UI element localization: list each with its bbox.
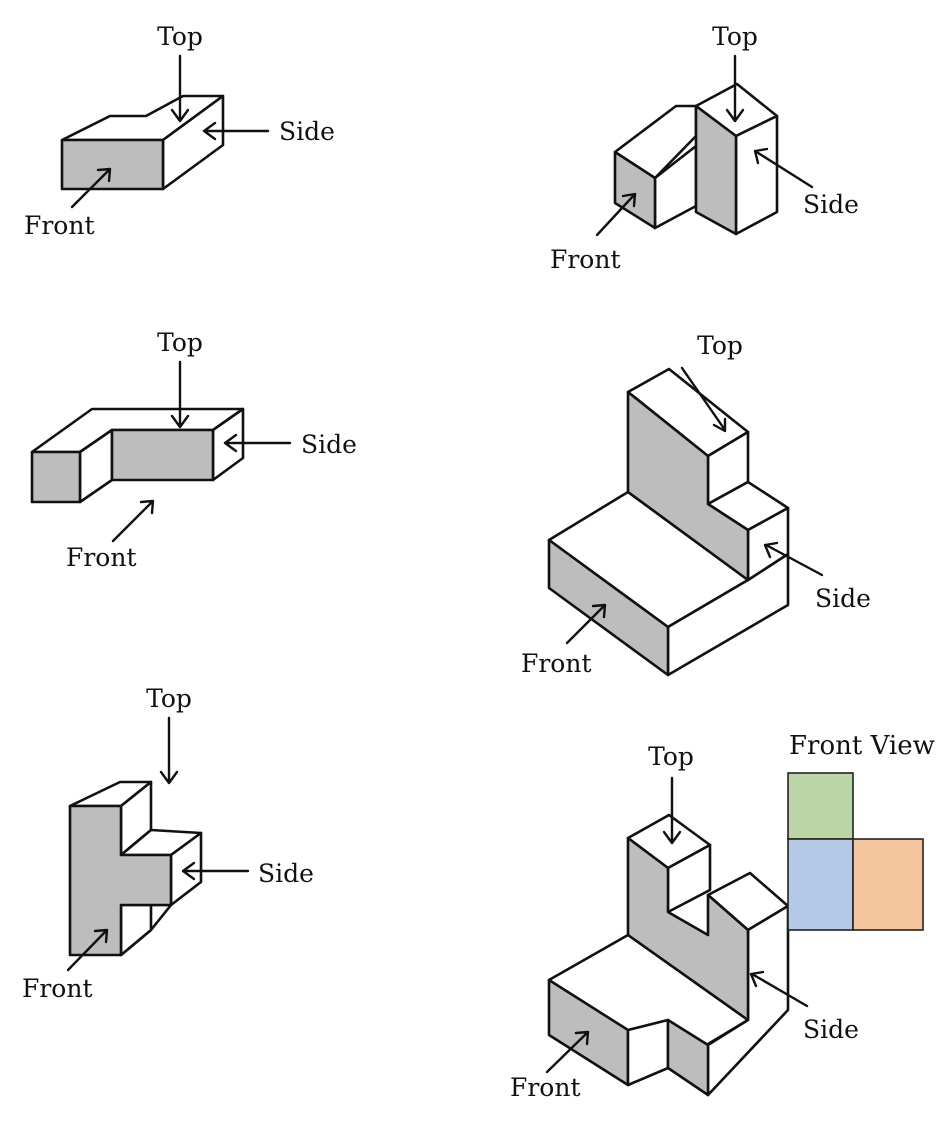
top-label: Top [157, 328, 203, 357]
top-arrow [725, 54, 745, 123]
top-label: Top [157, 22, 203, 51]
front-view-inset: Front View [787, 731, 935, 931]
side-label: Side [803, 190, 859, 219]
front-label: Front [24, 211, 95, 240]
figure-3-step-bar: Top Side Front [30, 328, 357, 572]
top-label: Top [712, 22, 758, 51]
front-view-lower-left-square [787, 838, 854, 931]
top-arrow [159, 716, 179, 785]
figure-4-l-block: Top Side Front [521, 331, 871, 678]
side-label: Side [803, 1015, 859, 1044]
front-arrow [565, 603, 607, 645]
side-arrow [223, 433, 292, 453]
front-view-upper-square [787, 772, 854, 840]
side-arrow [181, 861, 250, 881]
side-label: Side [815, 584, 871, 613]
top-label: Top [146, 684, 192, 713]
side-label: Side [301, 430, 357, 459]
side-label: Side [279, 117, 335, 146]
top-arrow [170, 360, 190, 429]
front-arrow [595, 192, 637, 237]
front-label: Front [66, 543, 137, 572]
front-label: Front [510, 1073, 581, 1102]
front-arrow [545, 1030, 590, 1074]
front-arrow [70, 167, 112, 209]
top-arrow [170, 54, 190, 123]
front-label: Front [22, 974, 93, 1003]
side-arrow [763, 541, 824, 577]
figure-5-t-shape: Top Side Front [22, 684, 314, 1003]
side-arrow [753, 147, 814, 189]
front-label: Front [550, 245, 621, 274]
front-arrow [66, 928, 109, 972]
top-arrow [662, 776, 682, 845]
front-view-title: Front View [789, 731, 935, 761]
front-label: Front [521, 649, 592, 678]
figure-2-tall-and-low-blocks: Top Side Front [550, 22, 859, 274]
top-label: Top [697, 331, 743, 360]
side-arrow [202, 121, 270, 141]
top-arrow [680, 366, 727, 433]
figure-6-complex-block: Top Side Front [510, 742, 859, 1102]
top-label: Top [648, 742, 694, 771]
figure-1-stepped-slab: Top Side Front [24, 22, 335, 240]
front-view-lower-right-square [852, 838, 924, 931]
side-label: Side [258, 859, 314, 888]
side-arrow [749, 970, 809, 1008]
front-arrow [111, 499, 155, 543]
